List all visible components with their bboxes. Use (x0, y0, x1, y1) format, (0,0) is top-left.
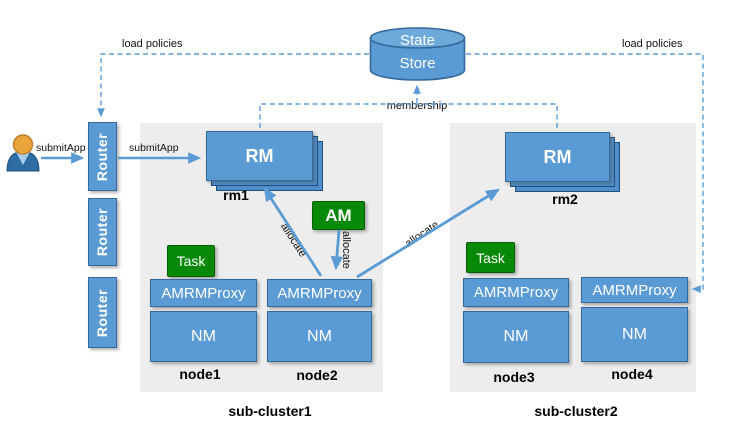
node3-label: node3 (493, 369, 535, 385)
amrmproxy-box-node3: AMRMProxy (463, 278, 569, 307)
submitapp-label-user: submitApp (36, 142, 86, 154)
node1-label: node1 (179, 366, 221, 382)
nm-box-node4: NM (581, 307, 688, 362)
nm-label: NM (307, 327, 332, 345)
task-label: Task (176, 253, 206, 269)
load-policies-connector-left (97, 53, 369, 118)
allocate-label-am: allocate (340, 231, 352, 269)
rm1-box: RM (206, 131, 313, 181)
user-icon (6, 134, 40, 172)
amrmproxy-label: AMRMProxy (161, 284, 246, 302)
rm1-id-label: rm1 (223, 187, 249, 203)
subcluster1-label: sub-cluster1 (228, 403, 312, 419)
nm-box-node2: NM (267, 311, 372, 362)
nm-label: NM (622, 325, 647, 343)
rm1-stack: RM (206, 131, 323, 191)
amrmproxy-box-node4: AMRMProxy (581, 277, 688, 303)
state-store-label-line2: Store (399, 55, 436, 72)
router-box-3: Router (88, 277, 117, 348)
amrmproxy-box-node1: AMRMProxy (150, 279, 257, 307)
router-box-2: Router (88, 198, 117, 266)
router-box-1: Router (88, 122, 117, 191)
rm2-box: RM (505, 132, 610, 182)
nm-box-node3: NM (463, 311, 569, 363)
subcluster2-label: sub-cluster2 (534, 403, 618, 419)
rm2-id-label: rm2 (552, 191, 578, 207)
load-policies-label-left: load policies (122, 38, 183, 50)
submitapp-label-router: submitApp (129, 142, 179, 154)
amrmproxy-box-node2: AMRMProxy (267, 279, 372, 307)
task-box-node1: Task (167, 245, 215, 277)
rm2-label: RM (543, 146, 572, 167)
membership-label: membership (386, 100, 448, 112)
nm-label: NM (191, 327, 216, 345)
allocate-label-rm2: allocate (403, 218, 442, 250)
load-policies-label-right: load policies (622, 38, 683, 50)
router-label: Router (94, 288, 111, 337)
am-box: AM (312, 201, 365, 230)
nm-box-node1: NM (150, 311, 257, 362)
am-label: AM (325, 205, 352, 225)
state-store-label-line1: State (399, 32, 436, 49)
amrmproxy-label: AMRMProxy (277, 284, 362, 302)
amrmproxy-label: AMRMProxy (473, 284, 559, 301)
rm1-label: RM (245, 145, 274, 166)
task-label: Task (476, 249, 505, 266)
node4-label: node4 (611, 366, 653, 382)
nm-label: NM (503, 328, 529, 345)
router-label: Router (94, 207, 111, 257)
amrmproxy-label: AMRMProxy (592, 281, 677, 299)
router-label: Router (94, 132, 111, 181)
node2-label: node2 (296, 367, 338, 383)
task-box-node3: Task (466, 242, 515, 273)
rm2-stack: RM (505, 132, 620, 192)
